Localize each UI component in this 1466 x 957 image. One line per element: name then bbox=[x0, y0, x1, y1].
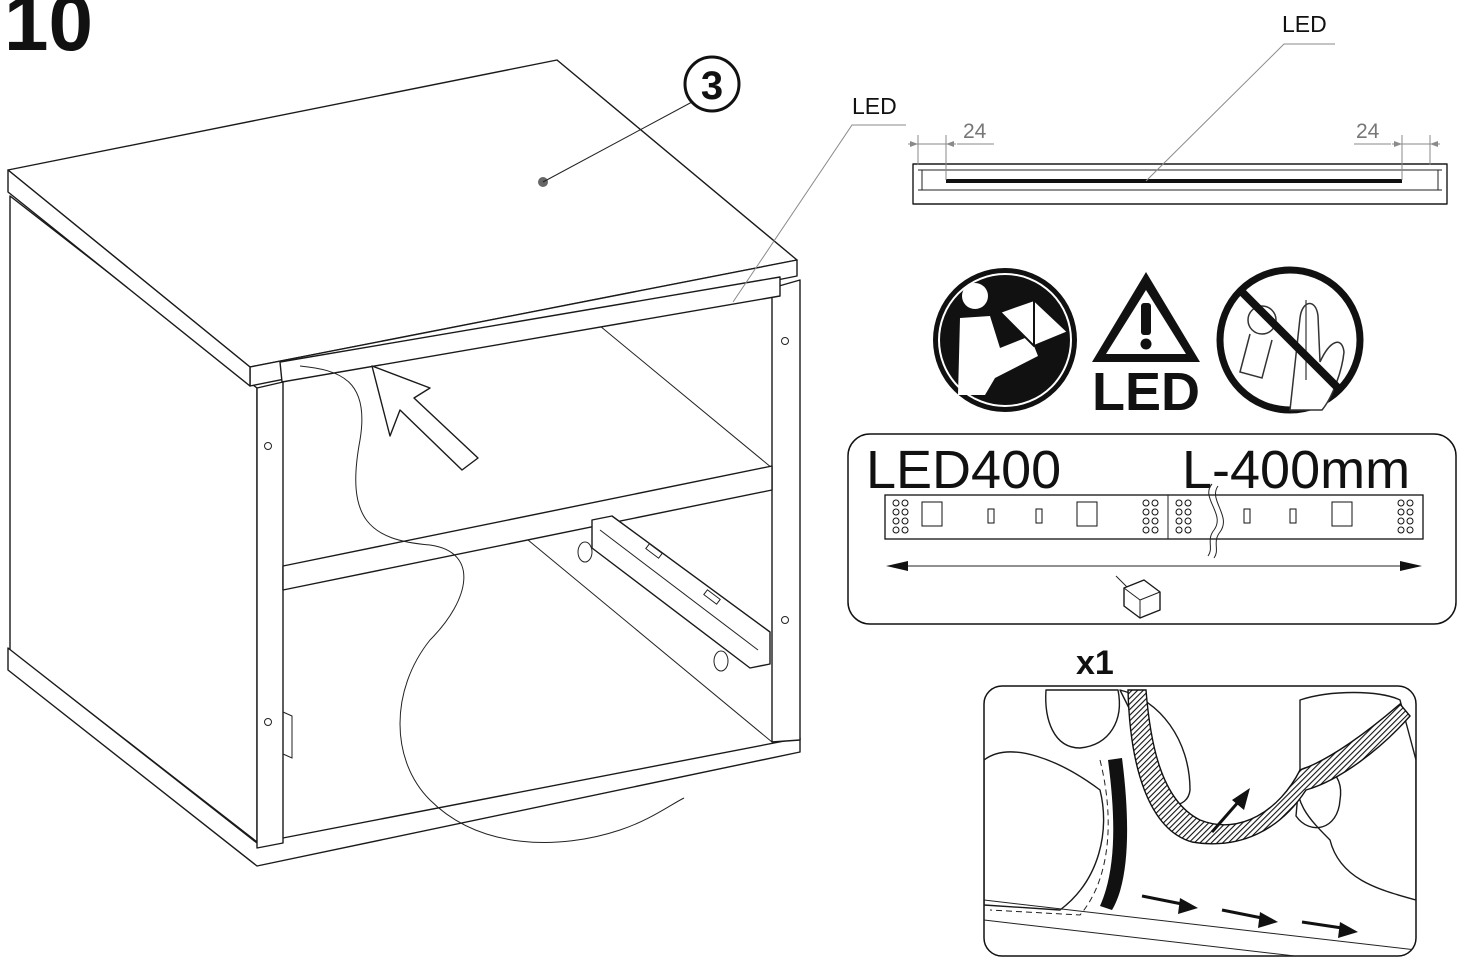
profile-body bbox=[912, 163, 1448, 205]
profile-detail: 24 24 LED bbox=[908, 11, 1448, 205]
adhesive-peel-detail bbox=[983, 685, 1417, 957]
dowel-hole bbox=[577, 541, 593, 563]
cabinet-top-left-face bbox=[7, 169, 251, 387]
warning-icons: LED bbox=[933, 266, 1364, 422]
warning-led-text: LED bbox=[1092, 362, 1200, 422]
runner-slot bbox=[645, 543, 663, 559]
cabinet-front-edge bbox=[256, 381, 284, 849]
runner-slot bbox=[703, 589, 721, 605]
led-model: LED400 bbox=[866, 440, 1061, 500]
no-children-icon bbox=[1216, 266, 1364, 414]
insert-direction-arrow bbox=[371, 365, 479, 471]
led-connector-icon bbox=[1115, 575, 1161, 619]
led-chip-row bbox=[892, 499, 1414, 534]
peeled-tape bbox=[1127, 689, 1411, 845]
runner-bracket bbox=[282, 711, 293, 759]
led-length: L-400mm bbox=[1182, 440, 1410, 500]
quantity-label: x1 bbox=[1076, 644, 1114, 682]
cabinet-right-panel bbox=[771, 279, 801, 743]
cam-hole bbox=[264, 718, 272, 726]
cam-hole bbox=[781, 616, 789, 624]
led-label-detail: LED bbox=[1282, 11, 1327, 37]
cam-hole bbox=[264, 442, 272, 450]
cabinet-drawing: 3 LED bbox=[7, 55, 906, 867]
cam-hole bbox=[781, 337, 789, 345]
step-number: 10 bbox=[4, 0, 93, 67]
cabinet-back-edge-lower bbox=[527, 539, 773, 743]
peel-direction-arrows bbox=[1141, 788, 1358, 938]
led-profile bbox=[279, 276, 781, 383]
cabinet-back-edge bbox=[599, 325, 773, 469]
led-warning-icon: LED bbox=[1092, 272, 1200, 422]
led-cable bbox=[299, 365, 685, 843]
dowel-hole bbox=[713, 650, 729, 672]
dimension-left: 24 bbox=[963, 120, 987, 143]
part-number-badge bbox=[683, 55, 741, 113]
read-manual-icon bbox=[933, 268, 1077, 412]
led-strip-spec-box: LED400 L-400mm bbox=[847, 433, 1457, 625]
led-strip-line bbox=[946, 179, 1402, 183]
dimension-right: 24 bbox=[1356, 120, 1380, 143]
led-label-cabinet: LED bbox=[852, 93, 897, 119]
cabinet-shelf bbox=[282, 465, 773, 591]
part-number: 3 bbox=[701, 64, 723, 108]
